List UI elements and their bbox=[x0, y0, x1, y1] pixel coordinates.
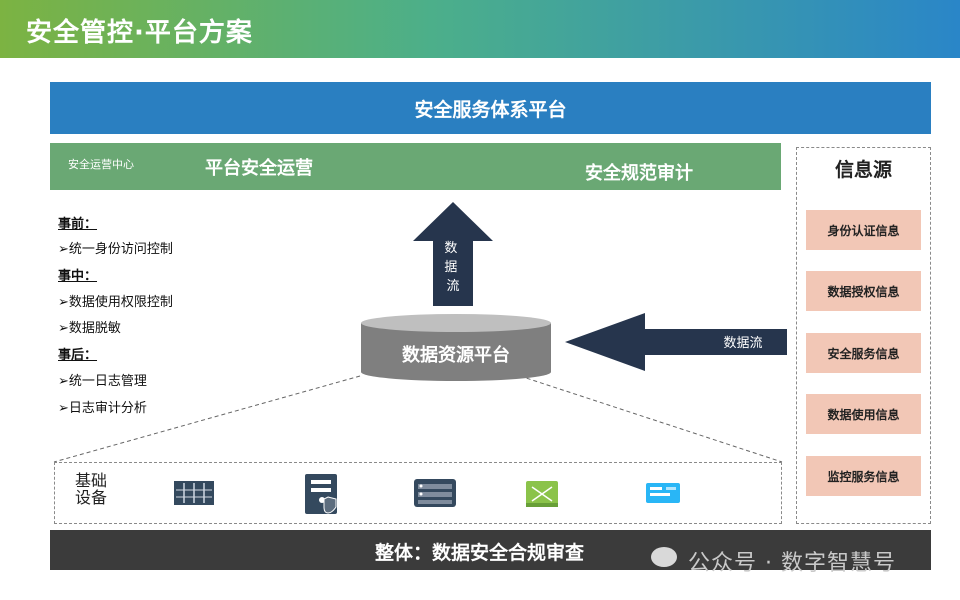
connector-line-left bbox=[53, 375, 361, 463]
compliance-review-label: 整体：数据安全合规审查 bbox=[375, 542, 585, 564]
cylinder-top bbox=[361, 314, 551, 332]
compliance-review-bar bbox=[50, 530, 931, 570]
server-rack-icon bbox=[174, 481, 214, 505]
phase-before-item: ➢统一身份访问控制 bbox=[58, 242, 173, 257]
info-item-security-service: 安全服务信息 bbox=[806, 333, 921, 373]
phase-after-item: ➢日志审计分析 bbox=[58, 401, 147, 416]
info-item-identity-auth: 身份认证信息 bbox=[806, 210, 921, 250]
blue-device-icon bbox=[646, 483, 680, 503]
title-bar bbox=[0, 0, 960, 58]
watermark-text: 公众号 · 数字智慧号 bbox=[688, 551, 896, 576]
phase-during-item: ➢数据使用权限控制 bbox=[58, 295, 173, 310]
data-flow-up-arrow bbox=[413, 202, 493, 306]
base-equipment-box bbox=[54, 462, 782, 524]
platform-ops-label: 平台安全运营 bbox=[205, 158, 313, 179]
info-item-data-authorization: 数据授权信息 bbox=[806, 271, 921, 311]
wechat-icon bbox=[651, 547, 677, 567]
cylinder-body bbox=[361, 323, 551, 381]
info-source-title: 信息源 bbox=[834, 159, 892, 181]
green-appliance-icon bbox=[526, 481, 558, 507]
cylinder-label: 数据资源平台 bbox=[402, 344, 510, 366]
soc-label: 安全运营中心 bbox=[68, 158, 134, 171]
phase-during-heading: 事中： bbox=[58, 269, 98, 284]
secure-server-icon bbox=[305, 474, 337, 514]
phase-during-item: ➢数据脱敏 bbox=[58, 321, 121, 336]
phase-after-item: ➢统一日志管理 bbox=[58, 374, 147, 389]
left-arrow-label: 数据流 bbox=[723, 336, 762, 351]
page-title: 安全管控·平台方案 bbox=[26, 18, 253, 48]
security-service-platform-banner: 安全服务体系平台 bbox=[50, 82, 931, 134]
info-source-panel bbox=[796, 147, 931, 524]
data-flow-left-arrow bbox=[565, 313, 787, 371]
base-equipment-label: 基础设备 bbox=[75, 471, 108, 507]
info-item-data-usage: 数据使用信息 bbox=[806, 394, 921, 434]
connector-line-right bbox=[519, 375, 783, 463]
phase-before-heading: 事前： bbox=[58, 217, 98, 232]
security-operations-bar bbox=[50, 143, 781, 190]
up-arrow-label: 数 据 流 bbox=[444, 241, 461, 294]
network-switch-icon bbox=[414, 479, 456, 507]
phase-after-heading: 事后： bbox=[58, 348, 98, 363]
audit-label: 安全规范审计 bbox=[585, 163, 693, 184]
info-item-monitoring-service: 监控服务信息 bbox=[806, 456, 921, 496]
